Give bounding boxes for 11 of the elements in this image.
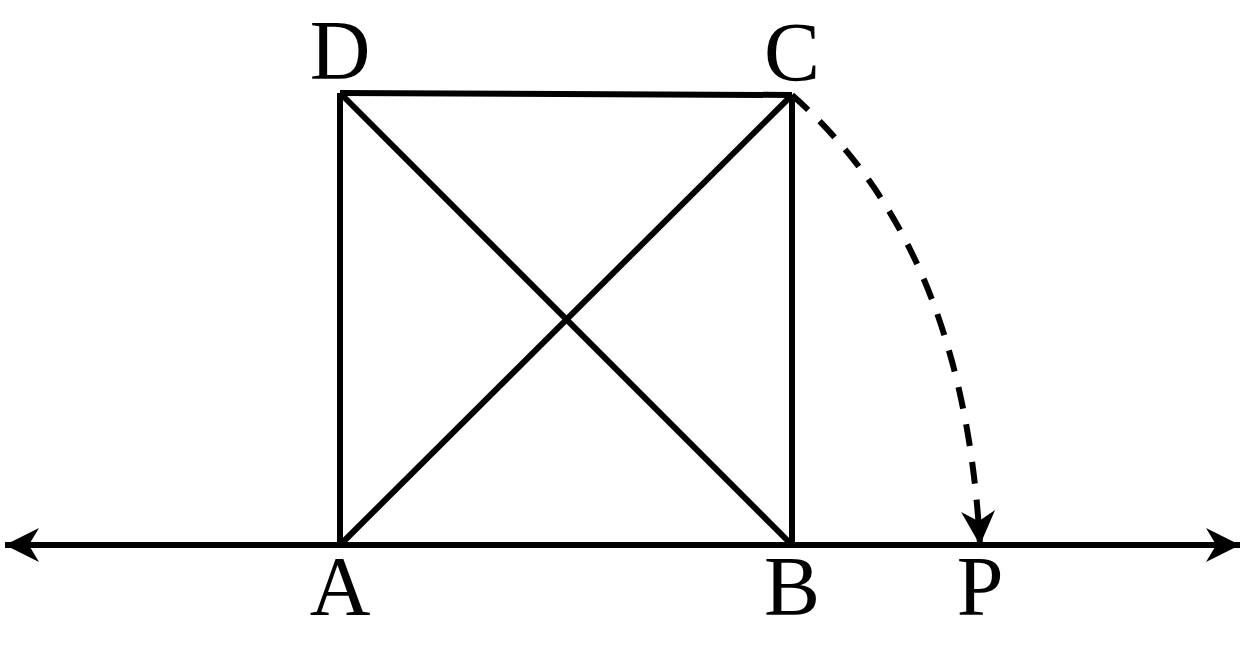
arrow [980, 528, 1240, 562]
vertex-label: C [764, 11, 820, 95]
vertex-label: D [309, 9, 371, 93]
line-segment [792, 542, 980, 548]
line-segment [337, 93, 343, 545]
line-segment [340, 542, 792, 548]
vertex-label: A [309, 545, 371, 629]
arrow [5, 528, 340, 562]
vertex-label: P [956, 545, 1004, 629]
line-segment [340, 90, 792, 98]
vertex-label: B [764, 545, 820, 629]
